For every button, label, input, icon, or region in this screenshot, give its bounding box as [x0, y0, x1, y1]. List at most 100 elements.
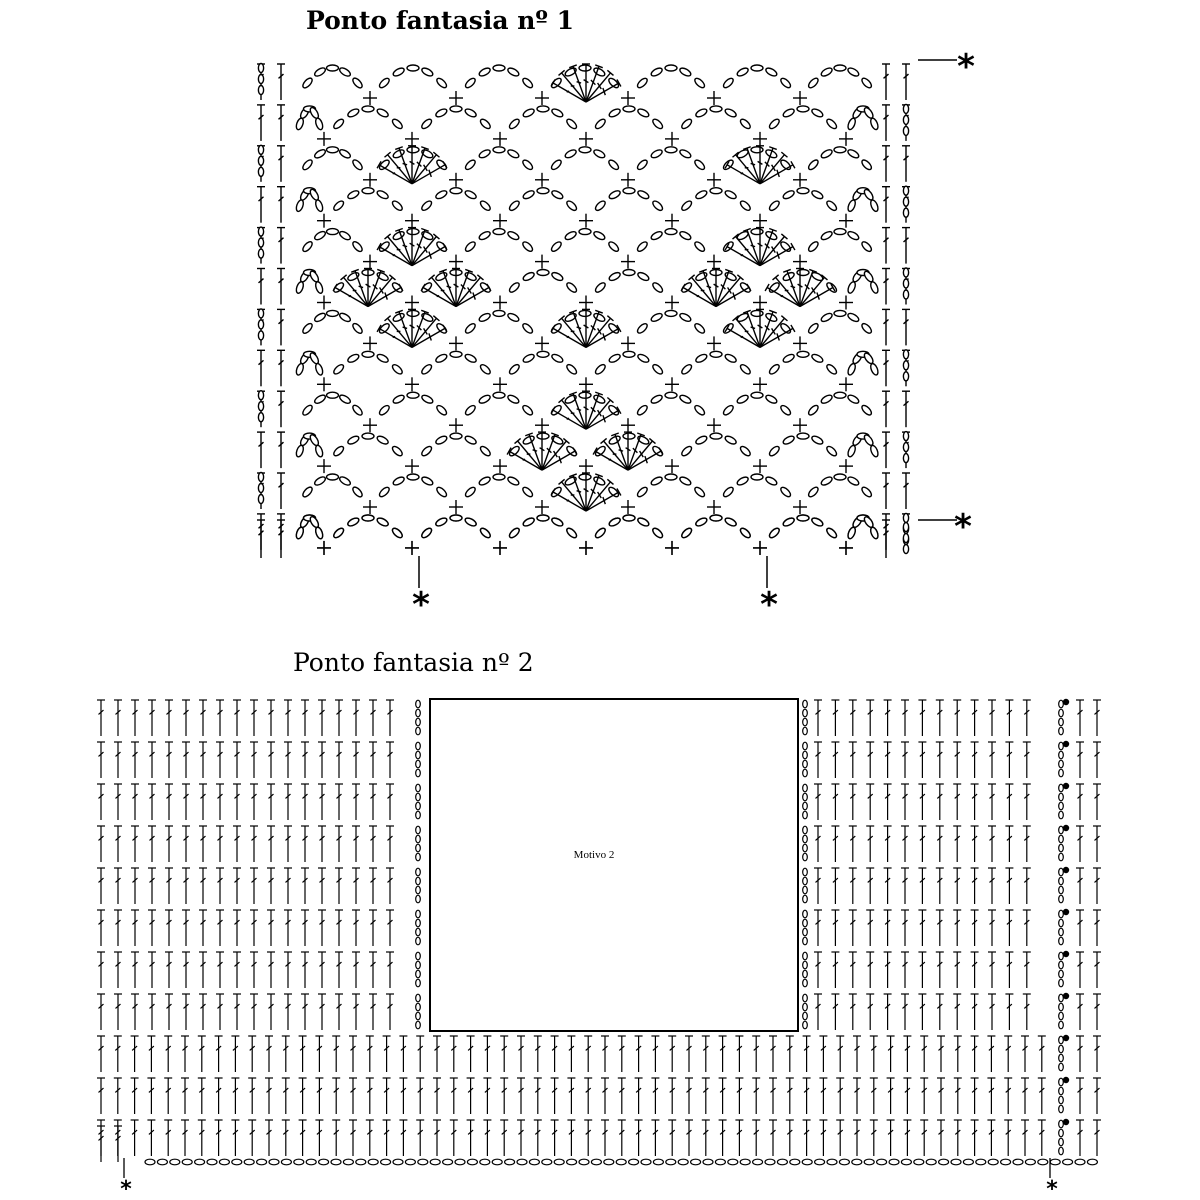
double-crochet-stitch	[250, 993, 258, 1030]
single-crochet-stitch	[363, 91, 377, 105]
chain-stitch	[528, 1158, 541, 1166]
double-crochet-stitch	[130, 1077, 139, 1114]
pattern-row	[97, 1034, 1101, 1072]
double-crochet-stitch	[500, 1119, 509, 1156]
chain-stitch	[1058, 699, 1064, 709]
chain-stitch	[902, 441, 910, 453]
chain-stitch	[695, 353, 708, 363]
double-crochet-stitch	[918, 993, 927, 1030]
double-crochet-stitch	[584, 1077, 593, 1114]
chain-stitch	[962, 1158, 975, 1166]
chain-stitch	[338, 67, 352, 77]
double-crochet-stitch	[882, 390, 890, 428]
chain-stitch	[295, 444, 305, 458]
single-crochet-stitch	[317, 541, 331, 555]
single-crochet-stitch	[363, 418, 377, 433]
chain-stitch	[406, 146, 420, 154]
chain-stitch	[902, 196, 910, 207]
chain-stitch	[593, 394, 606, 404]
double-crochet-stitch	[131, 741, 139, 778]
chain-stitch	[1058, 1146, 1064, 1156]
chain-stitch	[608, 271, 621, 282]
double-crochet-stitch	[987, 1119, 996, 1156]
chain-stitch	[750, 391, 764, 399]
double-crochet-stitch	[265, 1077, 273, 1114]
chain-stitch	[750, 473, 764, 481]
double-crochet-stitch	[883, 951, 892, 988]
double-crochet-stitch	[352, 951, 360, 988]
pattern-row	[257, 430, 910, 474]
chain-stitch	[449, 432, 463, 440]
double-crochet-stitch	[701, 1119, 710, 1156]
chain-stitch	[302, 404, 313, 416]
double-crochet-stitch	[277, 63, 285, 100]
double-crochet-stitch	[987, 1035, 996, 1072]
chain-stitch	[820, 67, 833, 77]
single-crochet-stitch	[665, 295, 679, 310]
chain-stitch	[1058, 1095, 1064, 1105]
chain-stitch	[464, 486, 476, 498]
chain-stitch	[522, 404, 534, 416]
double-crochet-stitch	[114, 951, 122, 988]
single-crochet-stitch	[363, 336, 377, 351]
chain-stitch	[987, 1158, 999, 1166]
chain-stitch	[436, 404, 448, 416]
chain-stitch	[1058, 969, 1064, 979]
double-crochet-stitch	[935, 951, 944, 988]
slip-stitch	[1062, 992, 1070, 1000]
double-crochet-stitch	[199, 951, 207, 988]
double-crochet-stitch	[1005, 909, 1014, 946]
slip-stitch	[1062, 866, 1070, 874]
chain-stitch	[652, 363, 664, 375]
chain-stitch	[664, 146, 678, 154]
double-crochet-stitch	[369, 993, 377, 1030]
chain-stitch	[392, 231, 405, 241]
double-crochet-stitch	[386, 699, 394, 736]
chain-stitch	[449, 350, 463, 358]
chain-stitch	[391, 445, 403, 457]
chain-stitch	[378, 404, 390, 416]
chain-stitch	[776, 1158, 789, 1166]
double-crochet-stitch	[277, 104, 285, 141]
double-crochet-stitch	[250, 741, 258, 778]
chain-stitch	[333, 445, 345, 457]
chain-stitch	[608, 353, 621, 363]
chain-stitch	[650, 67, 663, 77]
chain-stitch	[679, 476, 692, 486]
double-crochet-stitch	[352, 699, 360, 736]
double-crochet-stitch	[769, 1035, 777, 1072]
double-crochet-stitch	[970, 1119, 979, 1156]
chain-stitch	[415, 969, 421, 979]
chain-stitch	[508, 282, 520, 293]
double-crochet-stitch	[1005, 741, 1014, 778]
pattern-row	[97, 1118, 1101, 1156]
single-crochet-stitch	[839, 131, 853, 146]
double-crochet-stitch	[785, 1077, 794, 1114]
double-crochet-stitch	[97, 1125, 105, 1162]
chain-stitch	[796, 514, 810, 522]
double-crochet-stitch	[935, 909, 944, 946]
chain-stitch	[478, 231, 491, 241]
double-crochet-stitch	[365, 1119, 374, 1156]
single-crochet-stitch	[493, 377, 507, 392]
chain-stitch	[802, 810, 808, 820]
chain-stitch	[694, 404, 706, 416]
chain-stitch	[679, 67, 692, 77]
double-crochet-stitch	[147, 1119, 156, 1156]
single-crochet-stitch	[405, 377, 419, 392]
double-crochet-stitch	[298, 1035, 307, 1072]
chain-stitch	[464, 159, 476, 171]
chain-stitch	[406, 473, 420, 481]
chain-stitch	[314, 117, 324, 131]
double-crochet-stitch	[233, 993, 241, 1030]
chain-stitch	[902, 114, 910, 126]
single-crochet-stitch	[707, 418, 721, 433]
chain-stitch	[637, 517, 650, 527]
double-crochet-stitch	[668, 1119, 677, 1156]
double-crochet-stitch	[901, 867, 909, 904]
double-crochet-stitch	[416, 1035, 425, 1072]
chain-stitch	[378, 77, 390, 89]
double-crochet-stitch	[819, 1119, 828, 1156]
chain-stitch	[435, 435, 448, 445]
double-crochet-stitch	[517, 1119, 525, 1156]
